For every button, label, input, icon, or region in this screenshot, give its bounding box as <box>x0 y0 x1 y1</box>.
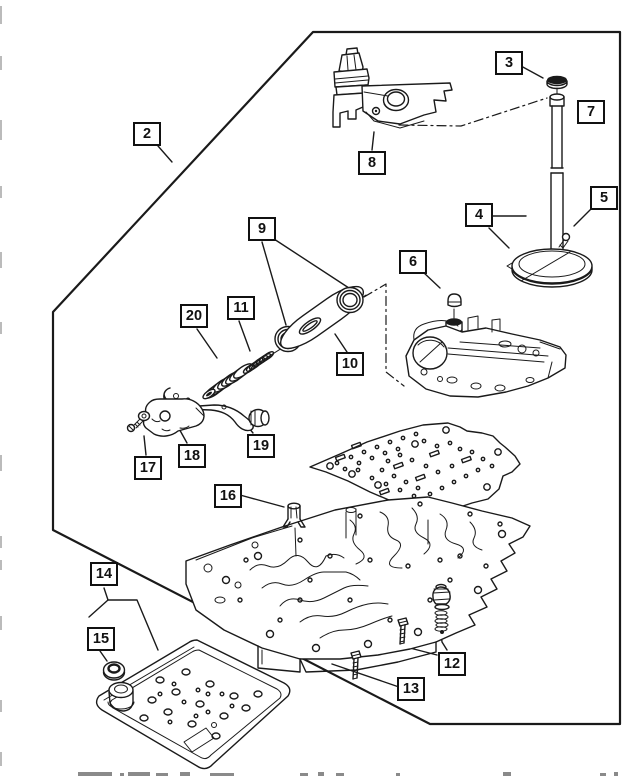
lever-group <box>126 387 270 437</box>
scan-artifacts-left <box>0 6 2 766</box>
filter-grommet <box>102 661 126 681</box>
dash-dot-assembly-lines <box>363 97 548 387</box>
callout-8: 8 <box>358 151 386 175</box>
small-spring <box>242 351 275 374</box>
lower-body-ports <box>221 529 507 653</box>
callout-5: 5 <box>590 186 618 210</box>
solenoid-assembly <box>332 47 453 129</box>
callout-19: 19 <box>247 434 275 458</box>
filler-tube <box>549 93 565 267</box>
detent-spring <box>126 410 151 433</box>
callout-13: 13 <box>397 677 425 701</box>
rooster-comb <box>142 398 205 437</box>
callout-3: 3 <box>495 51 523 75</box>
bolt-lower <box>350 650 362 680</box>
filter-holes-round <box>139 668 263 740</box>
callout-14: 14 <box>90 562 118 586</box>
upper-valve-body <box>405 315 567 398</box>
callout-6: 6 <box>399 250 427 274</box>
valve-spring-seal-stack <box>202 285 367 400</box>
lower-valve-body <box>185 496 531 673</box>
tube-bolt <box>558 232 571 249</box>
cap-part-6 <box>447 293 462 319</box>
callout-4: 4 <box>465 203 493 227</box>
callout-16: 16 <box>214 484 242 508</box>
callout-10: 10 <box>336 352 364 376</box>
relief-valve <box>432 583 451 634</box>
bolt-upper <box>397 617 409 645</box>
envelope-border <box>51 30 622 726</box>
callout-7: 7 <box>577 100 605 124</box>
spring-retainer <box>202 388 216 400</box>
caption-fragments <box>78 772 618 776</box>
filter-holes-small <box>157 681 235 725</box>
check-valve <box>282 502 306 557</box>
callout-12: 12 <box>438 652 466 676</box>
funnel-base <box>506 248 593 288</box>
filter-neck <box>107 681 135 712</box>
callout-20: 20 <box>180 304 208 328</box>
callout-17: 17 <box>134 456 162 480</box>
callout-11: 11 <box>227 296 255 320</box>
dash-dot-line-seals-to-valve-body <box>363 283 405 387</box>
callout-2: 2 <box>133 122 161 146</box>
dash-dot-line-solenoid-to-tube <box>398 97 548 127</box>
oil-filter <box>95 639 291 770</box>
callout-9: 9 <box>248 217 276 241</box>
callout-18: 18 <box>178 444 206 468</box>
callout-15: 15 <box>87 627 115 651</box>
seal-ring-right <box>336 286 364 314</box>
cap-part-3 <box>546 75 568 95</box>
lower-body-holes <box>237 501 503 623</box>
